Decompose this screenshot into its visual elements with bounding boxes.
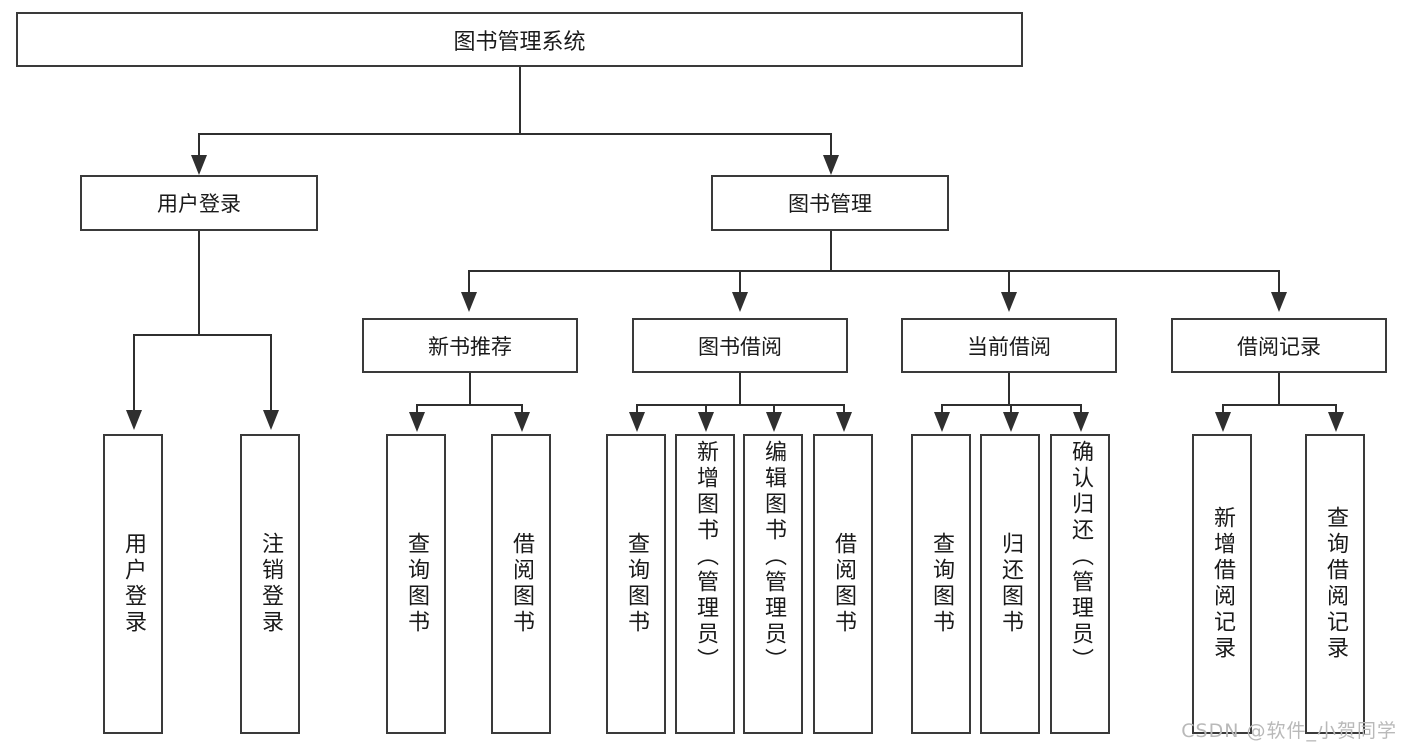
leaf-borrow-edit-book[interactable]: 编辑图书（管理员） — [743, 434, 803, 734]
leaf-records-add-record[interactable]: 新增借阅记录 — [1192, 434, 1252, 734]
node-label: 新书推荐 — [428, 334, 512, 359]
arrow-to-book-mgmt — [823, 155, 839, 175]
arrow-leaf-borrow-records-2 — [1328, 412, 1344, 432]
leaf-borrow-borrow-book[interactable]: 借阅图书 — [813, 434, 873, 734]
leaf-label: 注销登录 — [258, 532, 283, 636]
connector-book-borrow-child-1 — [636, 404, 638, 416]
connector-borrow-records-child-2 — [1335, 404, 1337, 416]
connector-to-user-login — [198, 133, 200, 159]
leaf-current-query-book[interactable]: 查询图书 — [911, 434, 971, 734]
arrow-leaf-book-borrow-4 — [836, 412, 852, 432]
leaf-user-login-logout[interactable]: 注销登录 — [240, 434, 300, 734]
node-label: 图书管理 — [788, 192, 872, 216]
leaf-label: 归还图书 — [998, 532, 1023, 636]
connector-user-login-bar — [133, 334, 272, 336]
leaf-label: 用户登录 — [121, 532, 146, 636]
leaf-label: 查询图书 — [624, 532, 649, 636]
leaf-label: 确认归还（管理员） — [1068, 440, 1093, 674]
arrow-leaf-book-borrow-3 — [766, 412, 782, 432]
connector-book-borrow-stem — [739, 373, 741, 406]
connector-user-login-child-2 — [270, 334, 272, 414]
leaf-label: 查询图书 — [404, 532, 429, 636]
leaf-records-query-record[interactable]: 查询借阅记录 — [1305, 434, 1365, 734]
connector-current-borrow-child-1 — [941, 404, 943, 416]
leaf-label: 编辑图书（管理员） — [761, 440, 786, 674]
leaf-label: 新增图书（管理员） — [693, 440, 718, 674]
leaf-borrow-query-book[interactable]: 查询图书 — [606, 434, 666, 734]
connector-borrow-records-bar — [1222, 404, 1336, 406]
connector-new-book-child-1 — [416, 404, 418, 416]
connector-book-mgmt-stem — [830, 231, 832, 272]
arrow-leaf-new-book-1 — [409, 412, 425, 432]
node-label: 图书借阅 — [698, 334, 782, 359]
leaf-label: 借阅图书 — [509, 532, 534, 636]
leaf-borrow-add-book[interactable]: 新增图书（管理员） — [675, 434, 735, 734]
leaf-label: 借阅图书 — [831, 532, 856, 636]
arrow-leaf-book-borrow-2 — [698, 412, 714, 432]
node-label: 借阅记录 — [1237, 334, 1321, 359]
leaf-current-return-book[interactable]: 归还图书 — [980, 434, 1040, 734]
arrow-to-user-login — [191, 155, 207, 175]
connector-current-borrow-child-2 — [1010, 404, 1012, 416]
connector-book-mgmt-child-4 — [1278, 270, 1280, 296]
arrow-leaf-current-borrow-1 — [934, 412, 950, 432]
node-current-borrow[interactable]: 当前借阅 — [901, 318, 1117, 373]
leaf-current-confirm-return[interactable]: 确认归还（管理员） — [1050, 434, 1110, 734]
connector-borrow-records-child-1 — [1222, 404, 1224, 416]
node-book-management[interactable]: 图书管理 — [711, 175, 949, 231]
node-borrow-records[interactable]: 借阅记录 — [1171, 318, 1387, 373]
leaf-new-book-query[interactable]: 查询图书 — [386, 434, 446, 734]
arrow-leaf-new-book-2 — [514, 412, 530, 432]
connector-user-login-child-1 — [133, 334, 135, 414]
leaf-label: 新增借阅记录 — [1210, 506, 1235, 662]
connector-book-mgmt-child-2 — [739, 270, 741, 296]
connector-new-book-stem — [469, 373, 471, 406]
leaf-label: 查询借阅记录 — [1323, 506, 1348, 662]
connector-root-bar — [198, 133, 832, 135]
arrow-leaf-borrow-records-1 — [1215, 412, 1231, 432]
connector-book-borrow-child-3 — [773, 404, 775, 416]
connector-book-mgmt-bar — [468, 270, 1280, 272]
node-label: 图书管理系统 — [453, 29, 586, 55]
node-new-book-recommend[interactable]: 新书推荐 — [362, 318, 578, 373]
arrow-to-new-book — [461, 292, 477, 312]
arrow-leaf-user-login-1 — [126, 410, 142, 430]
arrow-leaf-current-borrow-3 — [1073, 412, 1089, 432]
node-label: 用户登录 — [157, 192, 241, 216]
node-label: 当前借阅 — [967, 334, 1051, 359]
node-root-system[interactable]: 图书管理系统 — [16, 12, 1023, 67]
connector-to-book-mgmt — [830, 133, 832, 159]
connector-new-book-child-2 — [521, 404, 523, 416]
connector-user-login-stem — [198, 231, 200, 335]
connector-book-borrow-child-4 — [843, 404, 845, 416]
arrow-to-current-borrow — [1001, 292, 1017, 312]
connector-book-mgmt-child-1 — [468, 270, 470, 296]
connector-borrow-records-stem — [1278, 373, 1280, 406]
arrow-to-borrow-records — [1271, 292, 1287, 312]
leaf-user-login-login[interactable]: 用户登录 — [103, 434, 163, 734]
connector-book-mgmt-child-3 — [1008, 270, 1010, 296]
connector-new-book-bar — [416, 404, 522, 406]
connector-book-borrow-child-2 — [705, 404, 707, 416]
node-book-borrow[interactable]: 图书借阅 — [632, 318, 848, 373]
connector-book-borrow-bar — [636, 404, 845, 406]
connector-root-stem — [519, 67, 521, 135]
arrow-to-book-borrow — [732, 292, 748, 312]
connector-current-borrow-stem — [1008, 373, 1010, 406]
node-user-login[interactable]: 用户登录 — [80, 175, 318, 231]
connector-current-borrow-child-3 — [1080, 404, 1082, 416]
arrow-leaf-book-borrow-1 — [629, 412, 645, 432]
arrow-leaf-current-borrow-2 — [1003, 412, 1019, 432]
leaf-label: 查询图书 — [929, 532, 954, 636]
arrow-leaf-user-login-2 — [263, 410, 279, 430]
leaf-new-book-borrow[interactable]: 借阅图书 — [491, 434, 551, 734]
